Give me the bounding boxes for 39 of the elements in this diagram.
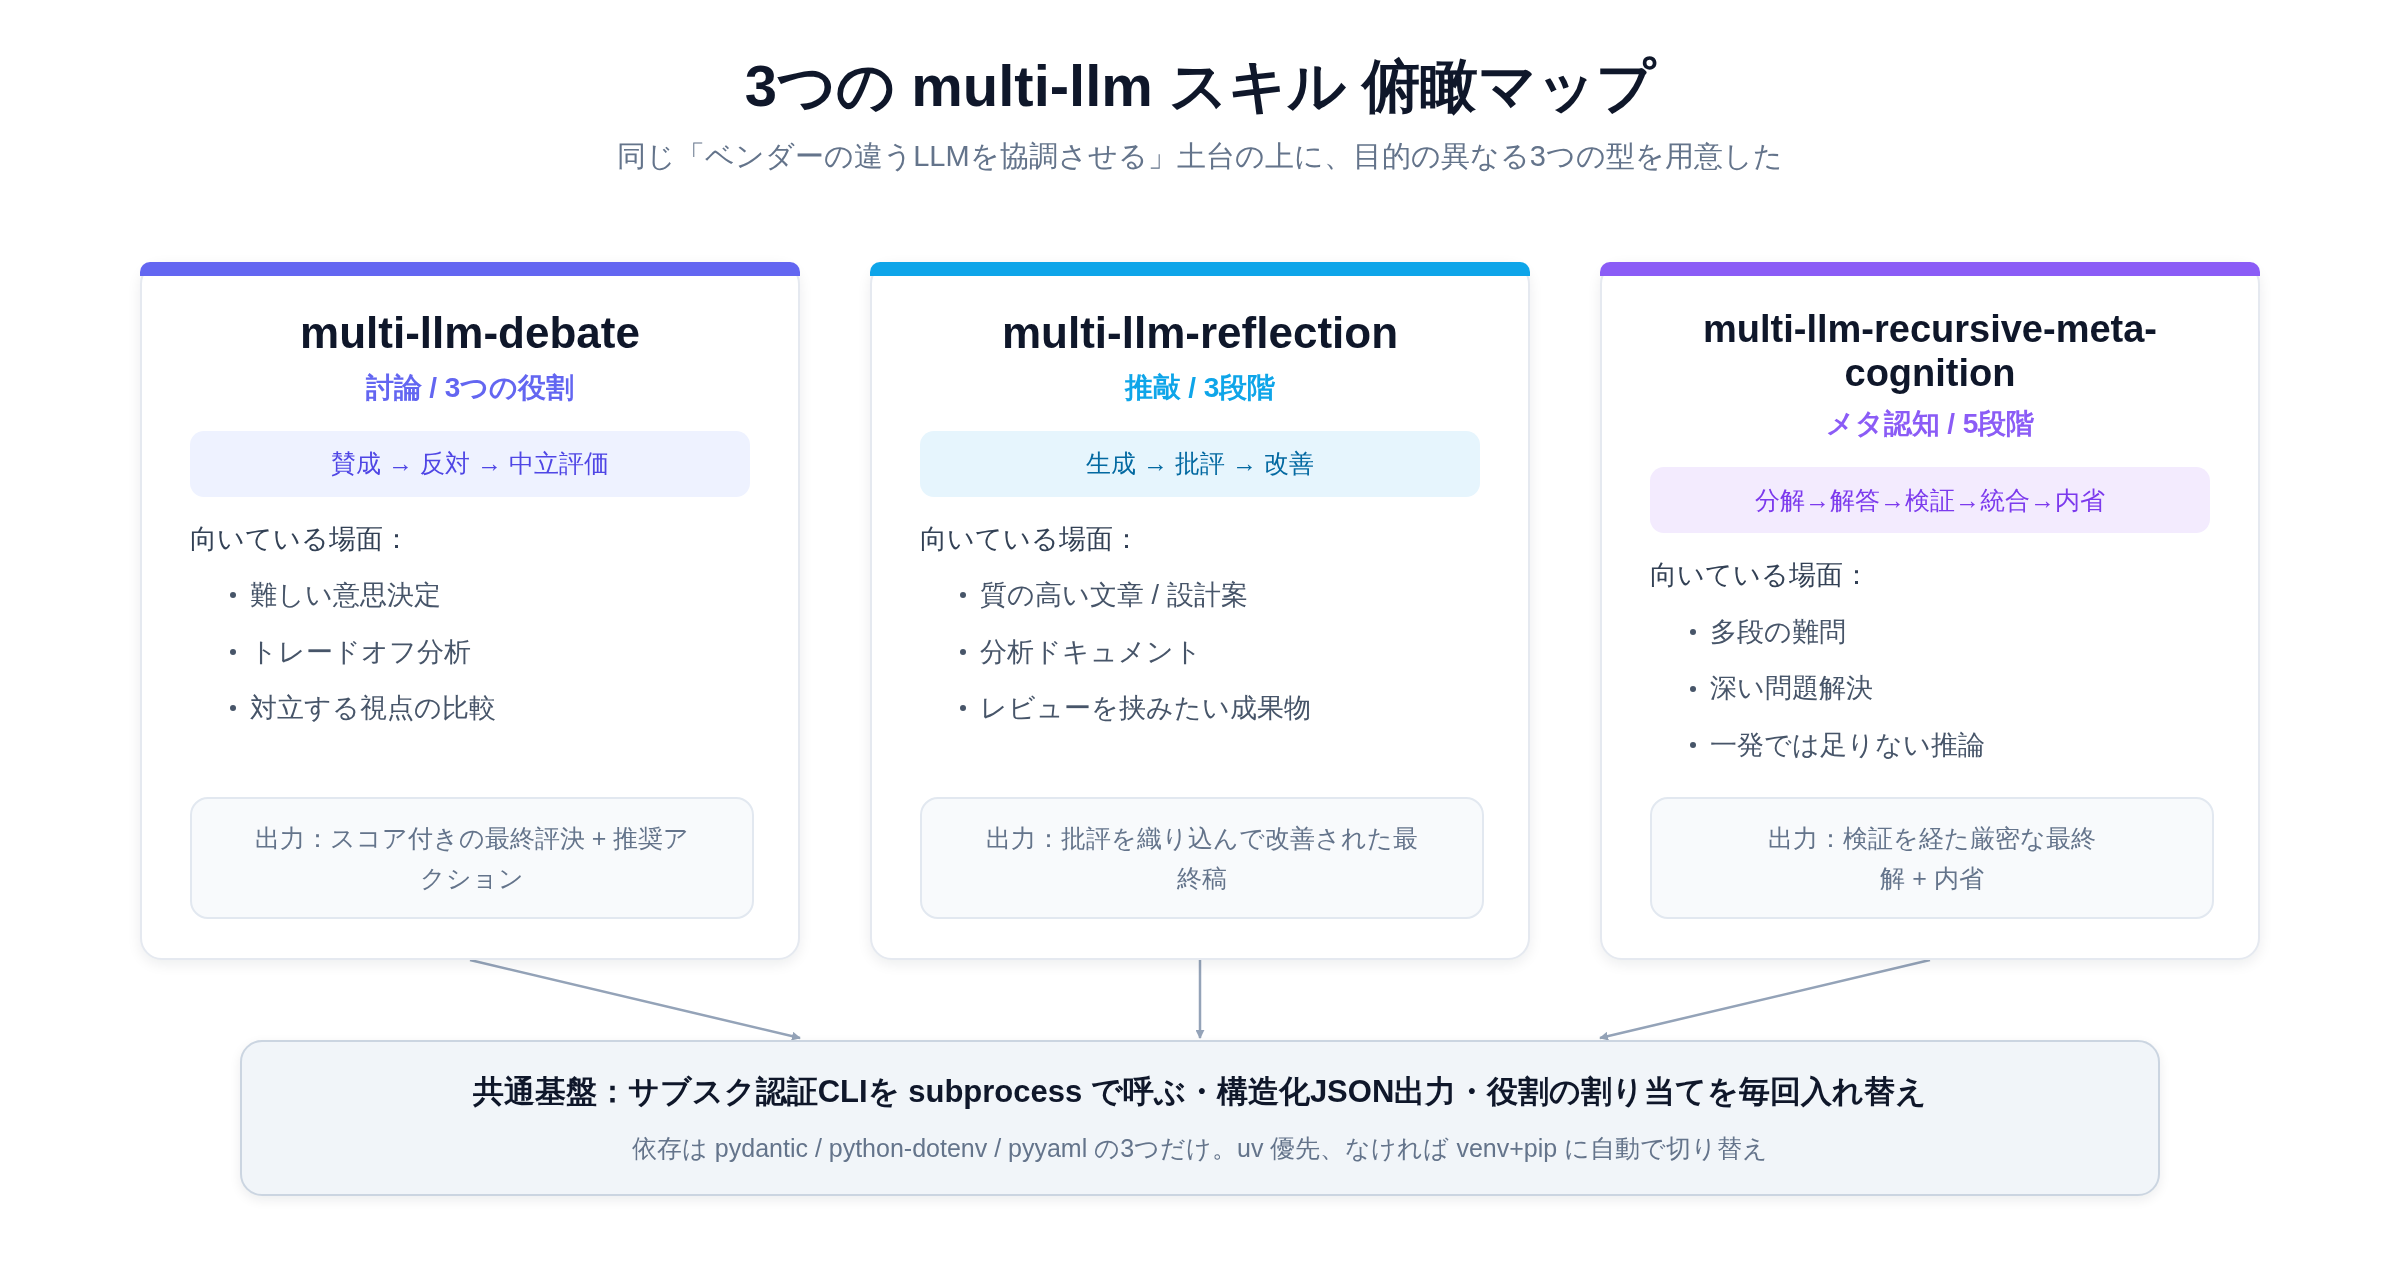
foundation-heading: 共通基盤：サブスク認証CLIを subprocess で呼ぶ・構造化JSON出力・役割の割り当てを毎回入れ替え bbox=[472, 1073, 1928, 1111]
output-text: 出力：批評を織り込んで改善された最終稿 bbox=[985, 823, 1419, 894]
skill-subtitle: メタ認知 / 5段階 bbox=[1825, 407, 2035, 442]
flow-text: 分解→解答→検証→統合→内省 bbox=[1755, 484, 2105, 516]
list-item: 分析ドキュメント bbox=[980, 635, 1202, 669]
list-item: 多段の難問 bbox=[1710, 615, 1846, 649]
list-item: レビューを挟みたい成果物 bbox=[980, 692, 1311, 726]
skill-card bbox=[140, 262, 800, 960]
list-heading: 向いている場面： bbox=[190, 522, 410, 556]
arrow bbox=[469, 958, 801, 1041]
skill-subtitle: 推敲 / 3段階 bbox=[1124, 370, 1276, 405]
output-box bbox=[190, 797, 754, 919]
foundation-box bbox=[240, 1040, 2160, 1196]
diagram-title: 3つの multi-llm スキル 俯瞰マップ bbox=[743, 52, 1658, 120]
skill-title: multi-llm-debate bbox=[299, 308, 641, 359]
diagram-caption: 同じ「ベンダーの違うLLMを協調させる」土台の上に、目的の異なる3つの型を用意した bbox=[616, 139, 1784, 174]
list-item: 一発では足りない推論 bbox=[1710, 728, 1985, 762]
output-text: 出力：スコア付きの最終評決 + 推奨アクション bbox=[253, 823, 691, 894]
skill-card bbox=[1600, 262, 2260, 960]
skill-card bbox=[870, 262, 1530, 960]
output-box bbox=[1650, 797, 2214, 919]
output-text: 出力：検証を経た厳密な最終解 + 内省 bbox=[1767, 823, 2097, 894]
list-heading: 向いている場面： bbox=[920, 522, 1140, 556]
list-item: 質の高い文章 / 設計案 bbox=[980, 579, 1248, 613]
flow-text: 賛成 → 反対 → 中立評価 bbox=[331, 447, 609, 479]
list-heading: 向いている場面： bbox=[1650, 559, 1870, 593]
skill-title: multi-llm-reflection bbox=[1001, 308, 1399, 359]
list-item: 対立する視点の比較 bbox=[250, 692, 496, 726]
skill-subtitle: 討論 / 3つの役割 bbox=[365, 370, 575, 405]
arrow bbox=[1195, 960, 1205, 1039]
output-box bbox=[920, 797, 1484, 919]
list-item: トレードオフ分析 bbox=[250, 635, 471, 669]
list-item: 深い問題解決 bbox=[1710, 672, 1873, 706]
flow-box bbox=[920, 430, 1480, 497]
skill-title: multi-llm-recursive-meta-cognition bbox=[1702, 308, 2158, 396]
list-item: 難しい意思決定 bbox=[250, 579, 441, 613]
flow-text: 生成 → 批評 → 改善 bbox=[1086, 447, 1314, 479]
foundation-note: 依存は pydantic / python-dotenv / pyyaml の3つだけ。uv 優先、なければ venv+pip に自動で切り替え bbox=[631, 1132, 1769, 1164]
arrow bbox=[1599, 958, 1931, 1041]
